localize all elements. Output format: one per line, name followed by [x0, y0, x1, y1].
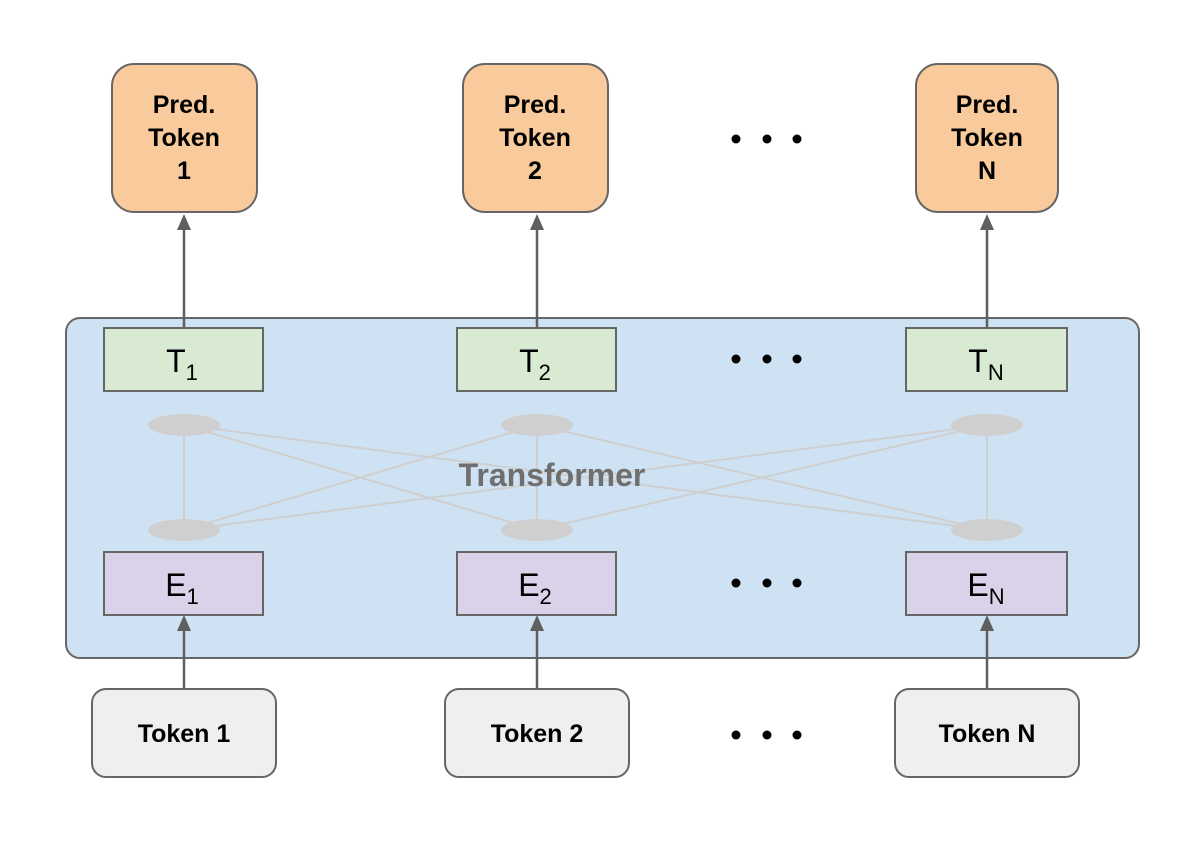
output-arrows: [177, 214, 994, 328]
arrow-head-icon: [980, 214, 994, 230]
predicted-token-n: Pred. Token N: [915, 63, 1059, 213]
output-t1: T1: [103, 327, 264, 392]
ellipsis-dot: [762, 578, 772, 588]
output-label-sub: 2: [539, 360, 551, 385]
arrow-head-icon: [980, 615, 994, 631]
input-token-label: Token 1: [138, 720, 231, 748]
input-arrows: [177, 615, 994, 689]
predicted-token-1: Pred. Token 1: [111, 63, 258, 213]
connection-line: [536, 424, 988, 531]
attention-connections: [183, 424, 988, 531]
ellipsis-dot: [731, 354, 741, 364]
bottom-node: [501, 519, 573, 541]
embedding-label-sub: 1: [187, 584, 199, 609]
arrow-head-icon: [177, 214, 191, 230]
ellipsis-dot: [792, 134, 802, 144]
output-label: T2: [519, 343, 551, 385]
predicted-token-line1: Pred.: [153, 91, 216, 119]
predicted-token-2: Pred. Token 2: [462, 63, 609, 213]
embedding-label: E2: [518, 567, 552, 609]
input-token-label: Token 2: [491, 720, 584, 748]
output-tn: TN: [905, 327, 1068, 392]
ellipsis-output-row: [731, 354, 802, 364]
predicted-token-line2: Token: [951, 124, 1023, 152]
predicted-token-line2: Token: [148, 124, 220, 152]
ellipsis-pred-row: [731, 134, 802, 144]
embedding-label: EN: [967, 567, 1004, 609]
predicted-token-box: [111, 63, 258, 213]
input-token-box: [894, 688, 1080, 778]
attention-nodes: [148, 414, 1023, 541]
input-token-n: Token N: [894, 688, 1080, 778]
embedding-label-main: E: [967, 567, 988, 603]
bottom-node: [148, 519, 220, 541]
ellipsis-dot: [762, 730, 772, 740]
input-token-box: [91, 688, 277, 778]
ellipsis-dot: [792, 578, 802, 588]
predicted-token-line3: 2: [528, 157, 542, 185]
embedding-label-sub: 2: [540, 584, 552, 609]
arrow-head-icon: [530, 214, 544, 230]
ellipsis-dot: [731, 134, 741, 144]
output-label: T1: [166, 343, 198, 385]
transformer-label: Transformer: [459, 457, 646, 493]
predicted-token-line2: Token: [499, 124, 571, 152]
embedding-en: EN: [905, 551, 1068, 616]
embedding-label-main: E: [165, 567, 186, 603]
predicted-token-line1: Pred.: [504, 91, 567, 119]
embedding-box: [456, 551, 617, 616]
output-box: [103, 327, 264, 392]
output-label-main: T: [166, 343, 186, 379]
ellipsis-embedding-row: [731, 578, 802, 588]
arrow-head-icon: [177, 615, 191, 631]
output-label-main: T: [968, 343, 988, 379]
embedding-e2: E2: [456, 551, 617, 616]
input-token-label: Token N: [939, 720, 1036, 748]
transformer-block: [65, 317, 1140, 659]
connection-line: [183, 424, 988, 531]
embedding-label-main: E: [518, 567, 539, 603]
top-node: [951, 414, 1023, 436]
embedding-label: E1: [165, 567, 199, 609]
ellipsis-dot: [731, 730, 741, 740]
ellipsis-dot: [792, 354, 802, 364]
output-label-sub: N: [988, 360, 1004, 385]
output-label-main: T: [519, 343, 539, 379]
output-box: [905, 327, 1068, 392]
bottom-node: [951, 519, 1023, 541]
input-token-1: Token 1: [91, 688, 277, 778]
arrow-head-icon: [530, 615, 544, 631]
top-node: [148, 414, 220, 436]
ellipsis-input-row: [731, 730, 802, 740]
output-t2: T2: [456, 327, 617, 392]
predicted-token-line1: Pred.: [956, 91, 1019, 119]
ellipsis-dot: [762, 354, 772, 364]
ellipsis-dot: [762, 134, 772, 144]
output-label: TN: [968, 343, 1003, 385]
predicted-token-box: [915, 63, 1059, 213]
embedding-box: [905, 551, 1068, 616]
predicted-token-line3: N: [978, 157, 996, 185]
input-token-box: [444, 688, 630, 778]
output-box: [456, 327, 617, 392]
input-token-2: Token 2: [444, 688, 630, 778]
output-label-sub: 1: [186, 360, 198, 385]
ellipsis-dot: [792, 730, 802, 740]
embedding-box: [103, 551, 264, 616]
embedding-label-sub: N: [989, 584, 1005, 609]
top-node: [501, 414, 573, 436]
ellipsis-dot: [731, 578, 741, 588]
predicted-token-line3: 1: [177, 157, 191, 185]
embedding-e1: E1: [103, 551, 264, 616]
predicted-token-box: [462, 63, 609, 213]
connection-line: [183, 424, 538, 531]
